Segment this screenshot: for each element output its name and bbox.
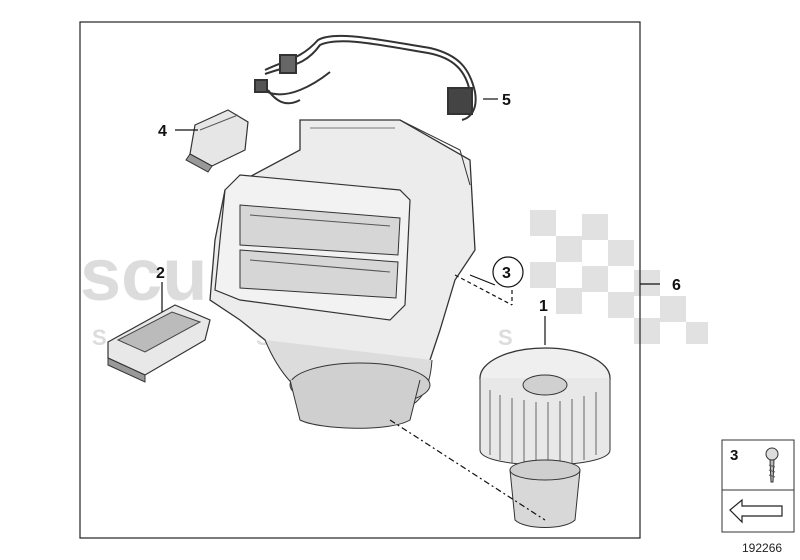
part-1-blower-motor bbox=[479, 347, 611, 528]
legend-item-number: 3 bbox=[730, 447, 738, 464]
watermark-letter-3: S bbox=[498, 325, 513, 350]
callout-4: 4 bbox=[158, 123, 167, 140]
diagram-number: 192266 bbox=[742, 541, 782, 555]
part-4-actuator bbox=[185, 109, 249, 173]
screw-icon bbox=[765, 447, 779, 483]
callout-3-circle bbox=[492, 256, 524, 288]
callout-5: 5 bbox=[502, 92, 511, 109]
callout-1: 1 bbox=[539, 298, 548, 315]
part-6-blower-housing bbox=[209, 119, 476, 429]
callout-2: 2 bbox=[156, 265, 165, 282]
legend-box: 3 bbox=[721, 439, 795, 533]
checkered-flag-watermark bbox=[530, 210, 708, 344]
part-5-wiring-harness bbox=[254, 34, 477, 121]
callout-6: 6 bbox=[672, 277, 681, 294]
arrow-icon bbox=[729, 498, 783, 524]
part-2-resistor bbox=[107, 304, 211, 383]
diagram-border bbox=[79, 21, 641, 539]
callout-3: 3 bbox=[502, 265, 511, 282]
leader-lines bbox=[161, 98, 660, 521]
legend-screw-cell bbox=[721, 439, 795, 491]
watermark-letter-1: S bbox=[92, 325, 107, 350]
